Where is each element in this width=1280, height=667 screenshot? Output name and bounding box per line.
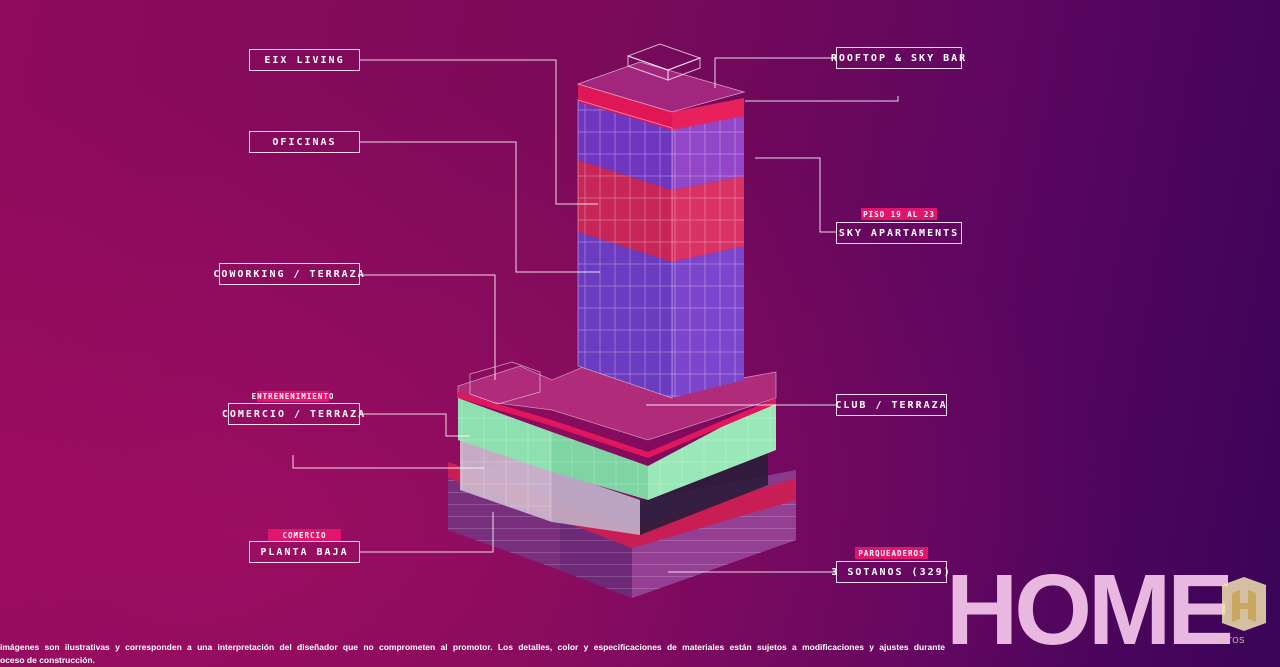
tower (576, 43, 746, 399)
label-rooftop-sky-bar: ROOFTOP & SKY BAR (831, 47, 965, 69)
label-club-terraza: CLUB / TERRAZA (835, 394, 947, 416)
label-coworking-terraza: COWORKING / TERRAZA (213, 263, 364, 285)
tag-comercio: COMERCIO (268, 529, 341, 541)
label-eix-living: EIX LIVING (249, 49, 360, 71)
label-oficinas: OFICINAS (249, 131, 360, 153)
disclaimer-line-1: imágenes son ilustrativas y corresponden… (0, 642, 945, 652)
disclaimer-line-2: oceso de construcción. (0, 655, 95, 665)
label-planta-baja: PLANTA BAJA (249, 541, 360, 563)
label-comercio-terraza: COMERCIO / TERRAZA (222, 403, 364, 425)
leader-lines (292, 57, 899, 573)
disclaimer-text: imágenes son ilustrativas y corresponden… (0, 641, 945, 667)
label-sky-apartaments: SKY APARTAMENTS (836, 222, 962, 244)
tag-entretenimiento: ENTRENENIMIENTO (251, 391, 335, 402)
podium-lower (460, 440, 768, 535)
podium-green (457, 359, 777, 500)
hitos-logo-text: HITOS (1218, 636, 1245, 645)
home-logo: HOME (946, 554, 1234, 666)
tag-piso-19-al-23: PISO 19 AL 23 (861, 208, 937, 220)
hitos-logo-icon (1222, 577, 1266, 631)
label-3-sotanos: 3 SOTANOS (329) (831, 561, 950, 583)
tag-parqueaderos: PARQUEADEROS (855, 547, 928, 559)
